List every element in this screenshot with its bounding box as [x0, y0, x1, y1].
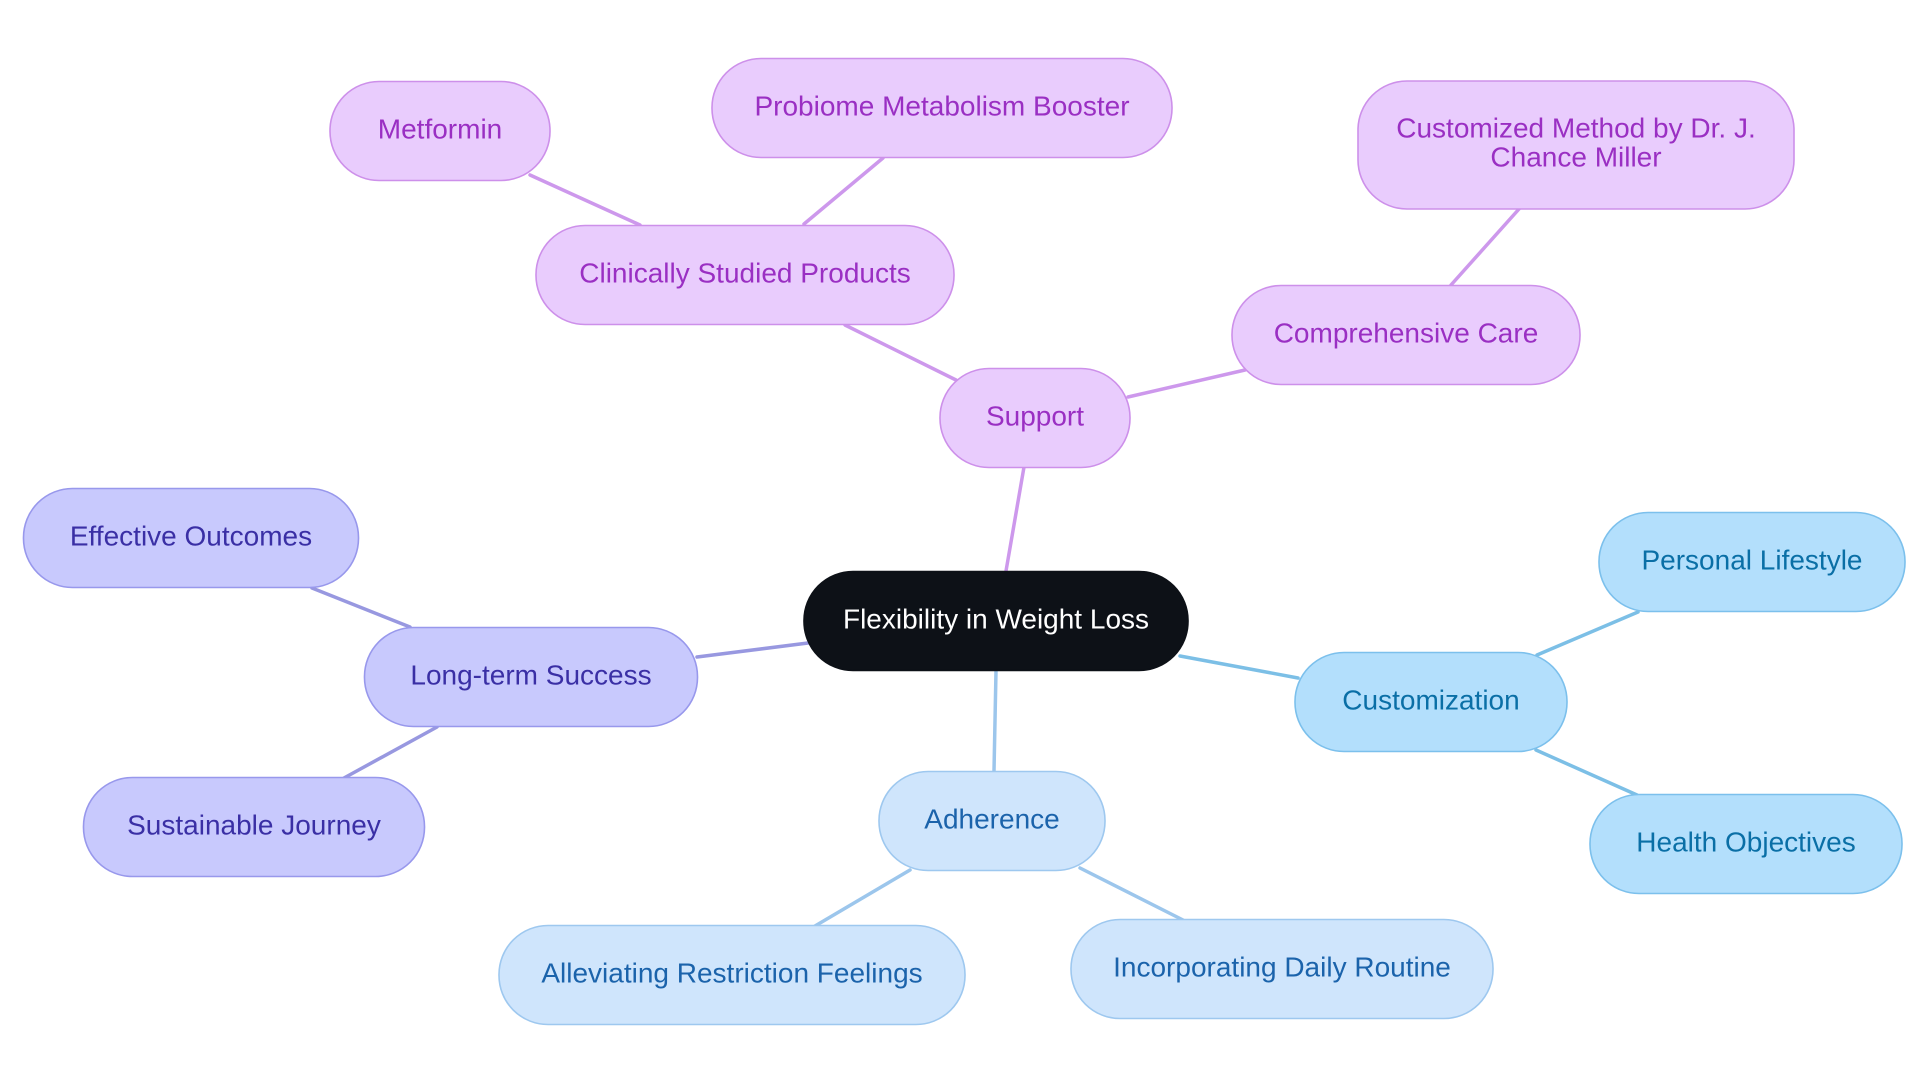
- personal-node-box: [1598, 511, 1906, 613]
- personal-node-label: Personal Lifestyle: [1641, 544, 1862, 575]
- root-node-box: [803, 570, 1189, 672]
- sustainable-node-label: Sustainable Journey: [127, 809, 381, 840]
- edge-longterm-to-sustainable: [342, 725, 439, 780]
- edge-root-to-adherence: [992, 669, 998, 773]
- customized-node-box: [1357, 80, 1795, 210]
- node-alleviating: Alleviating Restriction Feelings: [498, 924, 966, 1026]
- clinical-node-label: Clinically Studied Products: [579, 257, 911, 288]
- edge-support-to-clinical: [843, 323, 958, 382]
- edge-root-to-longterm: [695, 641, 810, 659]
- adherence-node-label: Adherence: [924, 803, 1059, 834]
- edge-customization-to-personal: [1535, 610, 1640, 657]
- edge-root-to-customization: [1178, 654, 1300, 680]
- comprehensive-node-box: [1231, 284, 1581, 386]
- mindmap-edges: [310, 156, 1640, 928]
- node-longterm: Long-term Success: [363, 626, 699, 728]
- health-node-label: Health Objectives: [1636, 826, 1855, 857]
- customization-node-box: [1294, 651, 1568, 753]
- node-customization: Customization: [1294, 651, 1568, 753]
- sustainable-node-box: [82, 776, 426, 878]
- clinical-node-box: [535, 224, 955, 326]
- edge-clinical-to-probiome: [802, 156, 885, 226]
- edge-adherence-to-incorporating: [1078, 866, 1185, 922]
- node-comprehensive: Comprehensive Care: [1231, 284, 1581, 386]
- support-node-box: [939, 367, 1131, 469]
- node-sustainable: Sustainable Journey: [82, 776, 426, 878]
- incorporating-node-label: Incorporating Daily Routine: [1113, 951, 1451, 982]
- longterm-node-box: [363, 626, 699, 728]
- edge-comprehensive-to-customized: [1449, 207, 1521, 287]
- customization-node-label: Customization: [1342, 684, 1519, 715]
- effective-node-box: [22, 487, 360, 589]
- edge-root-to-support: [1004, 465, 1026, 573]
- alleviating-node-box: [498, 924, 966, 1026]
- root-node: Flexibility in Weight Loss: [803, 570, 1189, 672]
- comprehensive-node-label: Comprehensive Care: [1274, 317, 1539, 348]
- adherence-node-box: [878, 770, 1106, 872]
- edge-clinical-to-metformin: [528, 173, 642, 227]
- mindmap-nodes: Flexibility in Weight Loss Support Clinica…: [22, 57, 1906, 1026]
- node-metformin: Metformin: [329, 80, 551, 182]
- node-clinical: Clinically Studied Products: [535, 224, 955, 326]
- metformin-node-box: [329, 80, 551, 182]
- node-incorporating: Incorporating Daily Routine: [1070, 918, 1494, 1020]
- node-adherence: Adherence: [878, 770, 1106, 872]
- node-probiome: Probiome Metabolism Booster: [711, 57, 1173, 159]
- support-node-label: Support: [986, 400, 1084, 431]
- effective-node-label: Effective Outcomes: [70, 520, 312, 551]
- metformin-node-label: Metformin: [378, 113, 502, 144]
- node-customized: Customized Method by Dr. J.Chance Miller: [1357, 80, 1795, 210]
- node-personal: Personal Lifestyle: [1598, 511, 1906, 613]
- node-effective: Effective Outcomes: [22, 487, 360, 589]
- alleviating-node-label: Alleviating Restriction Feelings: [541, 957, 922, 988]
- node-support: Support: [939, 367, 1131, 469]
- probiome-node-label: Probiome Metabolism Booster: [754, 90, 1129, 121]
- customized-node-label: Customized Method by Dr. J.Chance Miller: [1396, 113, 1755, 173]
- root-node-label: Flexibility in Weight Loss: [843, 603, 1149, 634]
- edge-longterm-to-effective: [310, 586, 412, 629]
- longterm-node-label: Long-term Success: [410, 659, 651, 690]
- incorporating-node-box: [1070, 918, 1494, 1020]
- health-node-box: [1589, 793, 1903, 895]
- node-health: Health Objectives: [1589, 793, 1903, 895]
- edge-support-to-comprehensive: [1126, 368, 1247, 399]
- probiome-node-box: [711, 57, 1173, 159]
- edge-customization-to-health: [1534, 748, 1639, 797]
- edge-adherence-to-alleviating: [813, 868, 912, 928]
